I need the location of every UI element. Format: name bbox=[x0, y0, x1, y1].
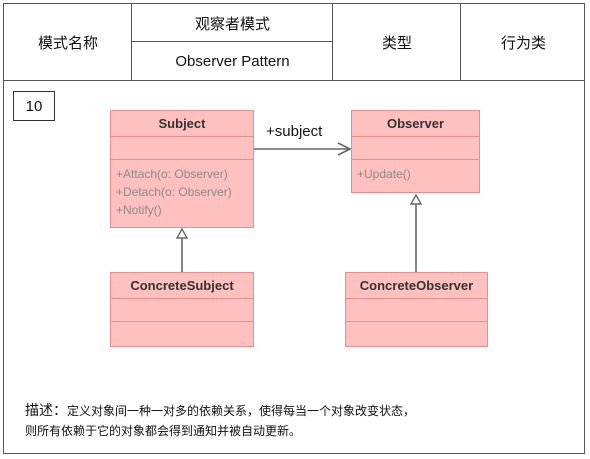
type-value: 行为类 bbox=[500, 34, 546, 52]
class-concrete-subject: ConcreteSubject bbox=[110, 272, 254, 347]
header-divider bbox=[332, 4, 333, 80]
class-observer-operations: +Update() bbox=[352, 160, 479, 183]
pattern-card: 模式名称 观察者模式 Observer Pattern 类型 行为类 10 +s… bbox=[3, 3, 585, 454]
operation-attach: +Attach(o: Observer) bbox=[116, 167, 228, 181]
pattern-name-label: 模式名称 bbox=[37, 34, 98, 52]
pattern-description: 描述：定义对象间一种一对多的依赖关系，使得每当一个对象改变状态， 则所有依赖于它… bbox=[25, 400, 415, 441]
class-subject-operations: +Attach(o: Observer) +Detach(o: Observer… bbox=[111, 160, 253, 219]
class-observer-attributes bbox=[352, 137, 479, 160]
class-observer-name: Observer bbox=[352, 111, 479, 137]
generalization-triangle-observer bbox=[409, 193, 423, 205]
description-line-2: 则所有依赖于它的对象都会得到通知并被自动更新。 bbox=[25, 424, 302, 438]
generalization-triangle-subject bbox=[175, 227, 189, 239]
operation-detach: +Detach(o: Observer) bbox=[116, 185, 232, 199]
class-concrete-observer-attributes bbox=[346, 299, 487, 322]
header-inner-divider bbox=[132, 41, 333, 42]
header-divider bbox=[460, 4, 461, 80]
operation-update: +Update() bbox=[357, 167, 411, 181]
header-bottom-divider bbox=[4, 80, 584, 81]
class-concrete-subject-attributes bbox=[111, 299, 253, 322]
operation-notify: +Notify() bbox=[116, 203, 162, 217]
class-observer: Observer +Update() bbox=[351, 110, 480, 193]
class-concrete-subject-name: ConcreteSubject bbox=[111, 273, 253, 299]
pattern-name-en: Observer Pattern bbox=[175, 52, 290, 70]
class-concrete-observer: ConcreteObserver bbox=[345, 272, 488, 347]
class-subject-name: Subject bbox=[111, 111, 253, 137]
description-label: 描述： bbox=[25, 402, 67, 418]
class-subject: Subject +Attach(o: Observer) +Detach(o: … bbox=[110, 110, 254, 228]
association-label: +subject bbox=[266, 123, 323, 140]
pattern-name-cn: 观察者模式 bbox=[194, 15, 270, 33]
class-concrete-observer-name: ConcreteObserver bbox=[346, 273, 487, 299]
type-label: 类型 bbox=[381, 34, 412, 52]
description-line-1: 定义对象间一种一对多的依赖关系，使得每当一个对象改变状态， bbox=[67, 404, 416, 418]
diagram-connectors bbox=[175, 142, 423, 272]
class-subject-attributes bbox=[111, 137, 253, 160]
association-arrowhead bbox=[337, 142, 352, 156]
header-divider bbox=[131, 4, 132, 80]
pattern-number: 10 bbox=[13, 91, 55, 121]
